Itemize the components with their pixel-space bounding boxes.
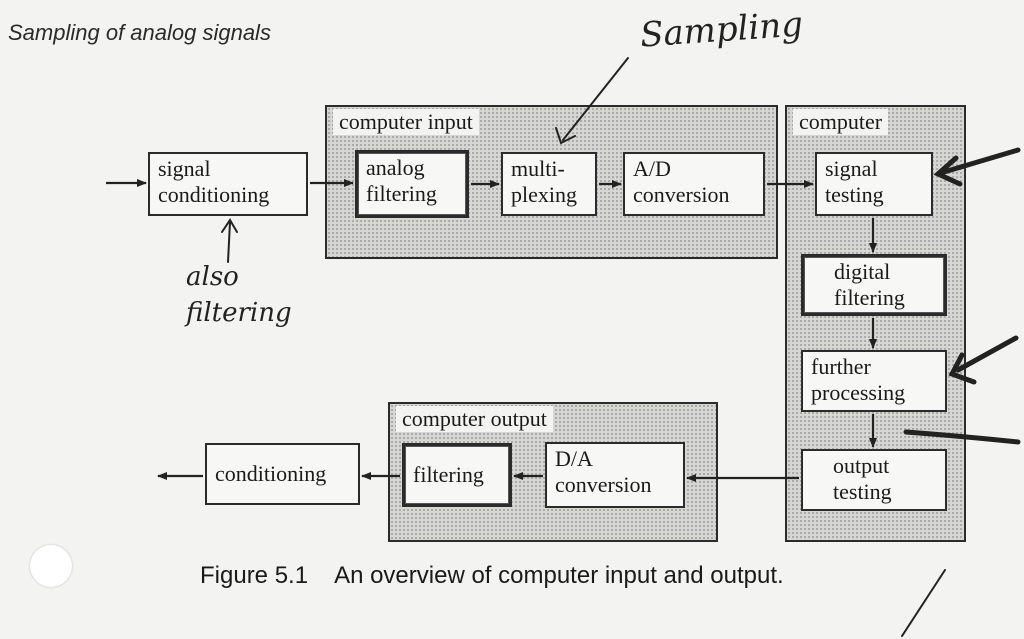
output-testing-annotation-mark [903,429,1021,445]
signal-conditioning-line2: conditioning [158,182,270,207]
signal-testing-annotation-head [933,155,963,187]
also-note-line1: also [186,262,239,292]
also-filtering-pointer-head [221,218,238,233]
figure-caption-text: An overview of computer input and output… [334,562,784,589]
sampling-pointer-line [562,57,629,141]
signal-conditioning-line1: signal [158,156,211,181]
computer-input-label: computer input [333,109,479,135]
further-processing-box: further processing [801,350,947,412]
binder-hole [30,545,72,587]
computer-label: computer [793,109,889,135]
da-conversion-line1: D/A [555,446,593,471]
output-testing-line1: output [833,453,890,478]
also-note-line2: filtering [186,298,292,328]
output-testing-box: output testing [801,449,947,511]
further-processing-line2: processing [811,380,906,405]
further-processing-annotation-arrow [955,335,1019,373]
multiplexing-line2: plexing [511,182,577,207]
also-filtering-pointer-line [227,221,231,263]
multiplexing-line1: multi- [511,156,565,181]
multiplexing-box: multi- plexing [501,152,597,216]
analog-filtering-line2: filtering [366,181,437,206]
analog-filtering-box: analog filtering [355,150,469,218]
digital-filtering-box: digital filtering [801,254,947,316]
ad-conversion-line2: conversion [633,182,730,207]
filtering-label: filtering [413,462,484,487]
da-conversion-box: D/A conversion [545,442,685,508]
output-testing-line2: testing [833,479,892,504]
signal-testing-box: signal testing [815,152,933,216]
sampling-pointer-head [555,127,576,145]
ad-conversion-box: A/D conversion [623,152,765,216]
conditioning-label: conditioning [215,461,327,486]
figure-number: Figure 5.1 [200,562,309,589]
signal-testing-annotation-arrow [941,147,1021,175]
further-processing-line1: further [811,354,871,379]
analog-filtering-line1: analog [366,155,425,180]
signal-testing-line2: testing [825,182,884,207]
filtering-box: filtering [402,443,512,507]
conditioning-box: conditioning [205,443,360,505]
digital-filtering-line2: filtering [834,285,905,310]
signal-conditioning-box: signal conditioning [148,152,308,216]
page-header: Sampling of analog signals [8,20,271,45]
caption-pen-stroke [901,569,946,637]
computer-output-label: computer output [396,406,553,432]
further-processing-annotation-head [948,352,977,385]
digital-filtering-line1: digital [834,259,891,284]
figure-caption: Figure 5.1 An overview of computer input … [200,562,784,590]
ad-conversion-line1: A/D [633,156,671,181]
signal-testing-line1: signal [825,156,878,181]
da-conversion-line2: conversion [555,472,652,497]
